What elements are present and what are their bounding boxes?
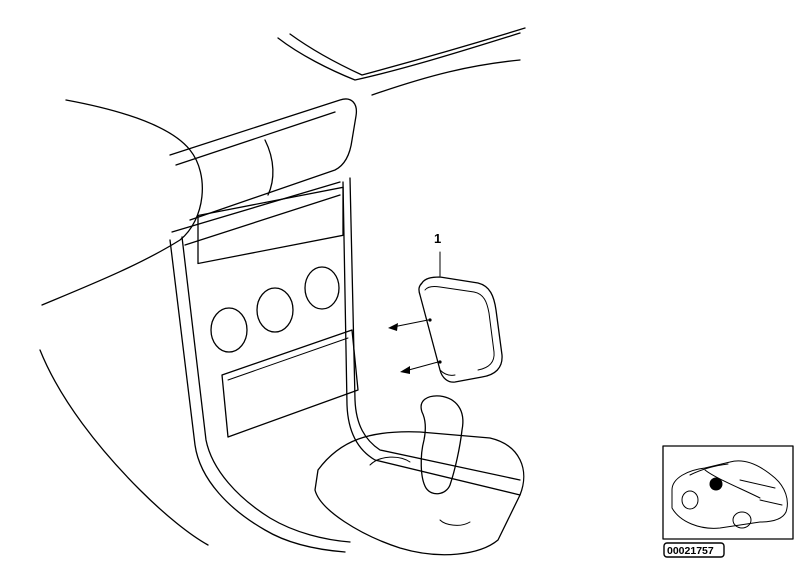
gear-knob [420,395,464,495]
knob-left [210,307,248,353]
knob-right [304,266,340,310]
dashboard-top [277,27,526,96]
callout-label-1: 1 [434,231,441,246]
reference-number-badge: 00021757 [663,542,725,558]
mounting-arrows [388,318,442,374]
upper-slot [197,186,344,265]
part-1-cover [418,276,503,383]
seat-outline [39,99,209,546]
location-marker [709,477,723,491]
knob-middle [256,287,294,333]
gear-shift-area [314,395,525,556]
reference-thumbnail [662,445,794,540]
climate-knobs [210,266,340,353]
lower-slot [221,329,359,438]
reference-number: 00021757 [667,545,714,557]
center-console-frame [169,98,521,553]
